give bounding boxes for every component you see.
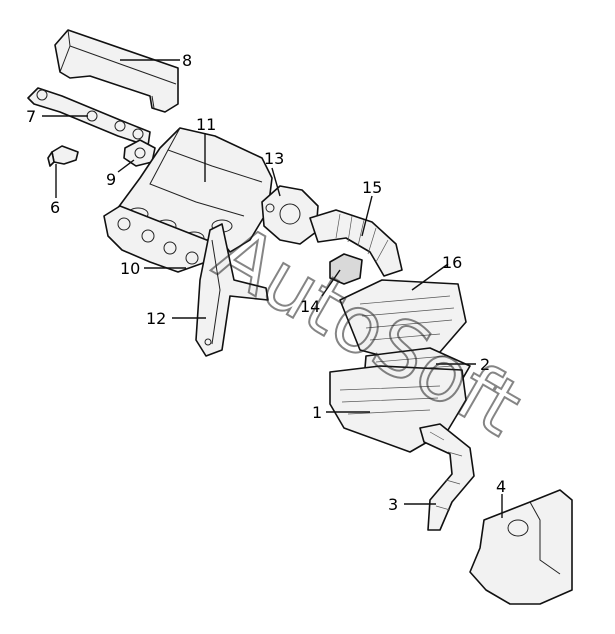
part-15-intake-hose xyxy=(309,209,403,277)
callout-7: 7 xyxy=(26,107,36,126)
callout-9: 9 xyxy=(106,170,116,189)
callout-11: 11 xyxy=(196,115,216,134)
part-16-air-filter-cover xyxy=(339,279,467,361)
callout-6: 6 xyxy=(50,198,60,217)
callout-16: 16 xyxy=(442,253,462,272)
callout-13: 13 xyxy=(264,149,284,168)
callout-12: 12 xyxy=(146,309,166,328)
callout-8: 8 xyxy=(182,51,192,70)
callout-14: 14 xyxy=(300,297,320,316)
callout-15: 15 xyxy=(362,178,382,197)
part-6-injector xyxy=(47,145,79,167)
part-10-manifold-gasket xyxy=(103,205,223,273)
part-14-sensor xyxy=(329,253,363,285)
callout-3: 3 xyxy=(388,495,398,514)
part-8-manifold-cover xyxy=(54,29,179,113)
callout-10: 10 xyxy=(120,259,140,278)
part-12-support-bracket xyxy=(195,223,269,357)
callout-labels: 8 7 6 9 10 11 12 13 15 14 16 2 1 3 4 xyxy=(26,51,506,514)
part-4-resonator xyxy=(469,489,573,605)
callout-4: 4 xyxy=(496,477,506,496)
callout-2: 2 xyxy=(480,355,490,374)
leader-lines xyxy=(42,59,503,518)
part-3-outlet-hose xyxy=(419,423,475,531)
callout-1: 1 xyxy=(312,403,322,422)
part-7-fuel-rail xyxy=(27,87,151,147)
